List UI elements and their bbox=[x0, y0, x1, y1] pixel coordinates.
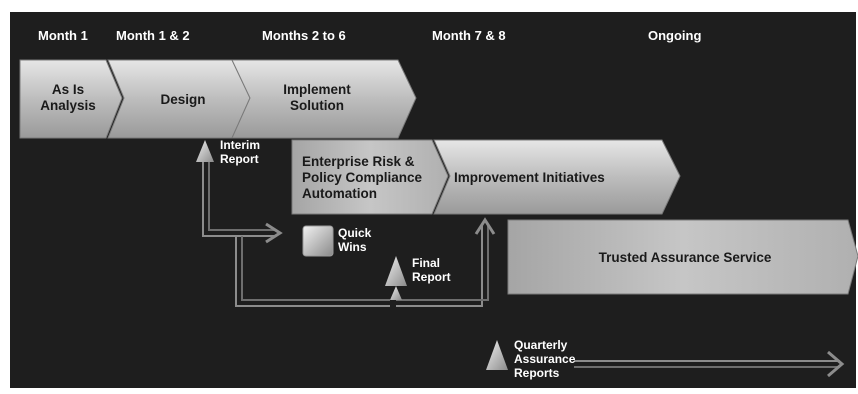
final-report-triangle-small-icon bbox=[390, 286, 402, 300]
month-header-5: Ongoing bbox=[648, 28, 702, 43]
arrowhead-quickwins bbox=[265, 222, 283, 244]
final-report-triangle-icon bbox=[385, 256, 407, 286]
month-header-3: Months 2 to 6 bbox=[262, 28, 346, 43]
chevron-improvement-initiatives bbox=[433, 139, 681, 215]
box-enterprise-risk bbox=[291, 139, 449, 215]
month-header-2: Month 1 & 2 bbox=[116, 28, 190, 43]
chevron-implement-solution bbox=[231, 59, 417, 139]
connector-final-to-improvement bbox=[396, 226, 483, 307]
chevron-trusted-assurance bbox=[507, 219, 858, 295]
month-header-1: Month 1 bbox=[38, 28, 88, 43]
connector-interim-to-final bbox=[235, 236, 390, 307]
improvement-initiatives-label: Improvement Initiatives bbox=[454, 170, 605, 185]
quarterly-reports-triangle-icon bbox=[486, 340, 508, 370]
quick-wins-square-icon bbox=[302, 225, 334, 257]
arrowhead-quarterly bbox=[827, 350, 845, 378]
interim-report-triangle-icon bbox=[196, 140, 214, 162]
design-label: Design bbox=[160, 92, 206, 107]
arrowhead-improvement bbox=[474, 217, 496, 235]
trusted-assurance-label: Trusted Assurance Service bbox=[598, 250, 772, 265]
chevron-as-is-analysis bbox=[19, 59, 123, 139]
connector-interim-to-quickwins bbox=[202, 160, 276, 237]
month-header-4: Month 7 & 8 bbox=[432, 28, 506, 43]
